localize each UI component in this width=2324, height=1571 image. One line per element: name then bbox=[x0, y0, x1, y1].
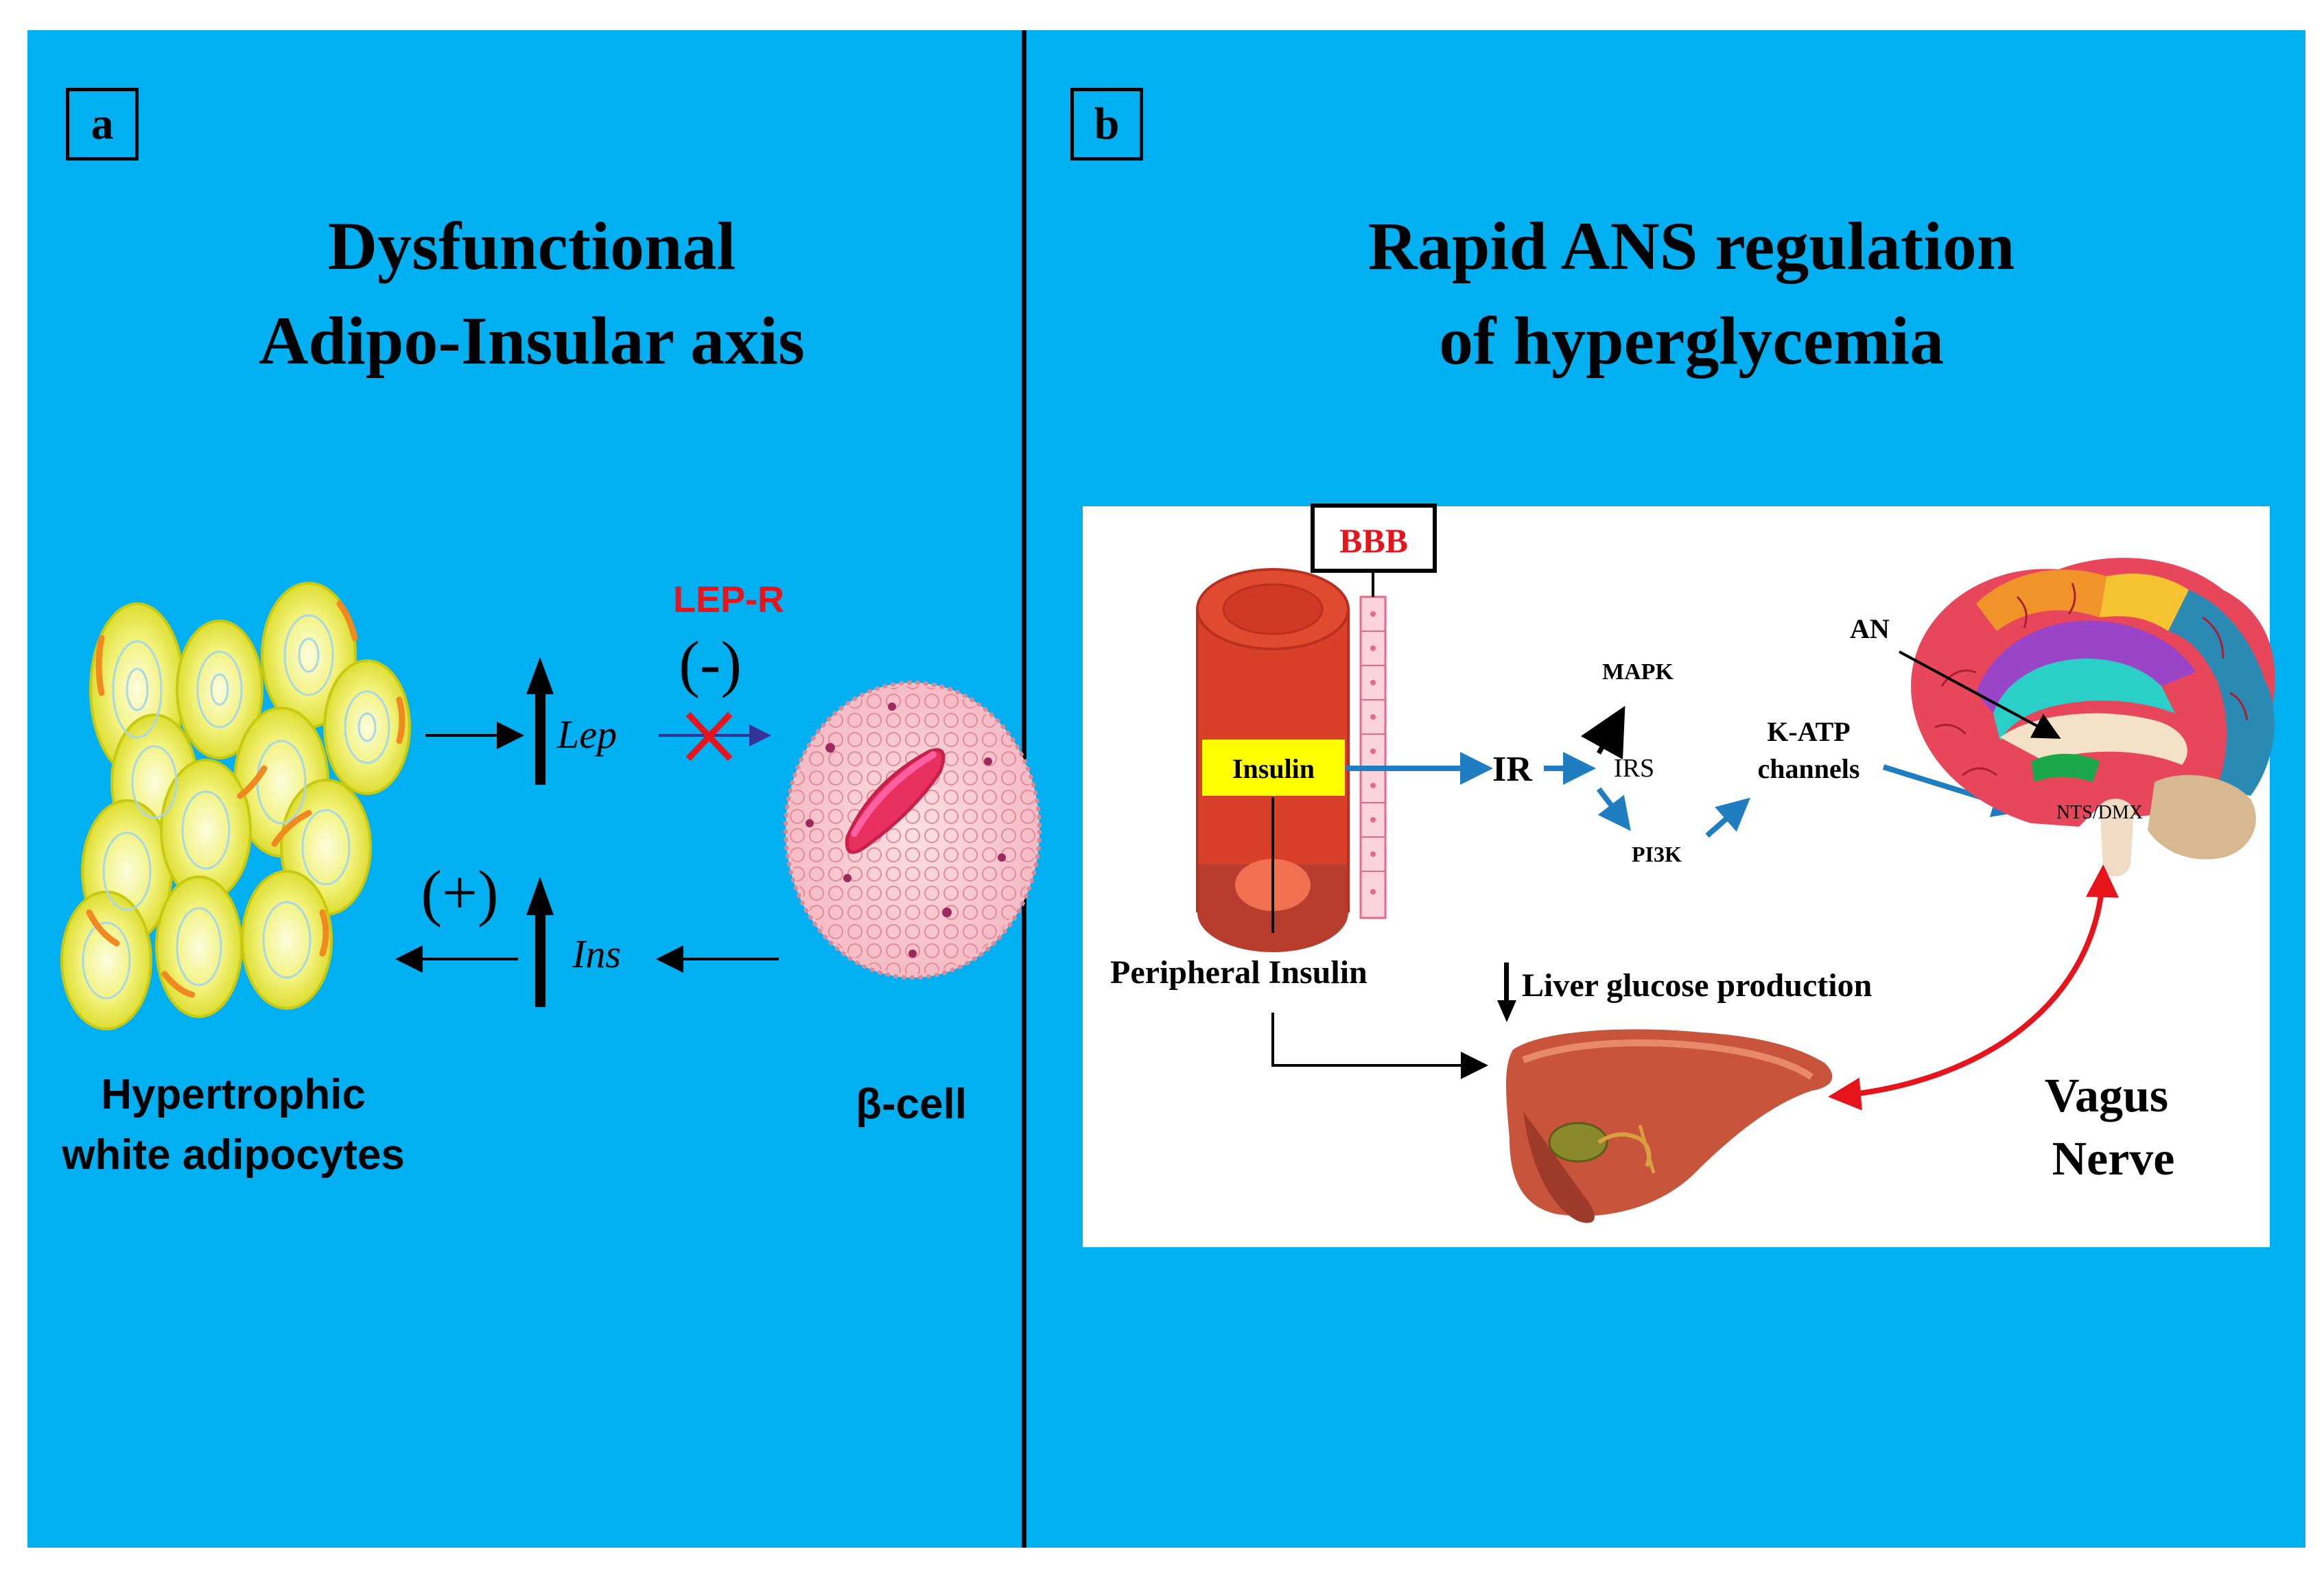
pi3k-to-katp-arrow bbox=[1705, 797, 1751, 838]
peripheral-insulin-to-liver-arrow bbox=[1271, 1013, 1488, 1079]
panel-b-title: Rapid ANS regulation of hyperglycemia bbox=[1221, 199, 2161, 388]
panel-a-title-line1: Dysfunctional bbox=[327, 208, 736, 284]
beta-cell-islet-illustration bbox=[784, 681, 1042, 980]
blocked-x-icon bbox=[685, 711, 733, 761]
irs-to-mapk-arrow bbox=[1580, 705, 1625, 760]
panel-b-title-line1: Rapid ANS regulation bbox=[1368, 208, 2015, 284]
katp-label-line1: K-ATP bbox=[1767, 716, 1850, 747]
peripheral-insulin-label: Peripheral Insulin bbox=[1110, 954, 1368, 991]
nts-dmx-label: NTS/DMX bbox=[2056, 802, 2143, 823]
panel-a-title-line2: Adipo-Insular axis bbox=[259, 303, 805, 379]
insulin-box bbox=[1202, 740, 1345, 796]
bbb-membrane-illustration bbox=[1359, 571, 1387, 919]
mapk-label: MAPK bbox=[1602, 659, 1674, 685]
bbb-label: BBB bbox=[1339, 521, 1408, 560]
irs-label: IRS bbox=[1614, 754, 1654, 783]
panel-b-title-line2: of hyperglycemia bbox=[1439, 303, 1944, 379]
adipocytes-label-line1: Hypertrophic bbox=[101, 1071, 366, 1118]
ins-up-arrow bbox=[526, 877, 554, 1007]
negative-regulation-sign: (-) bbox=[679, 628, 742, 698]
vagus-nerve-arrow bbox=[1828, 864, 2119, 1111]
irs-to-pi3k-arrow bbox=[1596, 787, 1631, 831]
ir-label: IR bbox=[1492, 750, 1533, 789]
pi3k-label: PI3K bbox=[1632, 842, 1682, 866]
lep-label: Lep bbox=[556, 712, 617, 757]
positive-regulation-sign: (+) bbox=[421, 858, 498, 928]
katp-label-line2: channels bbox=[1758, 753, 1860, 784]
insulin-label: Insulin bbox=[1232, 753, 1315, 784]
vagus-label-line2: Nerve bbox=[2052, 1133, 2175, 1185]
vagus-label-line1: Vagus bbox=[2045, 1070, 2168, 1122]
liver-glucose-down-arrow bbox=[1497, 962, 1516, 1022]
lep-r-label: LEP-R bbox=[673, 579, 784, 620]
an-pointer-arrow bbox=[1899, 650, 2061, 739]
an-label: AN bbox=[1850, 613, 1890, 644]
beta-cell-label: β-cell bbox=[856, 1080, 967, 1128]
panel-a-title: Dysfunctional Adipo-Insular axis bbox=[110, 199, 954, 388]
panel-a-label: a bbox=[66, 88, 139, 161]
adipocyte-cluster-illustration bbox=[60, 582, 411, 1030]
ins-label: Ins bbox=[572, 932, 621, 976]
lep-up-arrow bbox=[526, 657, 554, 785]
liver-illustration bbox=[1506, 1029, 1833, 1223]
adipocytes-label-line2: white adipocytes bbox=[61, 1131, 405, 1179]
bbb-label-box bbox=[1311, 504, 1437, 573]
liver-glucose-label: Liver glucose production bbox=[1522, 967, 1872, 1004]
brain-illustration bbox=[1911, 558, 2275, 877]
panel-b-label: b bbox=[1070, 88, 1143, 161]
